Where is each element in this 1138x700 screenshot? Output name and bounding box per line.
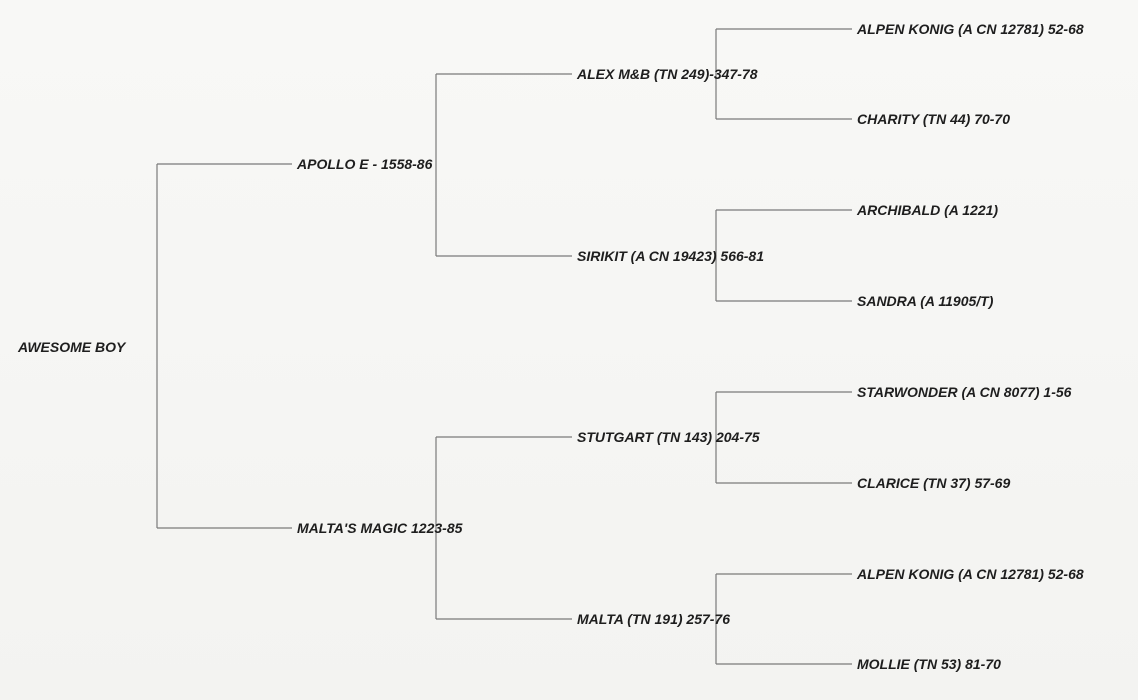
node-subject: AWESOME BOY xyxy=(18,339,126,355)
connector-dam xyxy=(435,436,572,620)
connector-dam-dam xyxy=(715,573,852,665)
node-dam-sire: STUTGART (TN 143) 204-75 xyxy=(577,429,760,445)
connector-dam-sire xyxy=(715,391,852,484)
connector-sire xyxy=(435,73,572,257)
connector-subject xyxy=(156,163,292,529)
node-dam-dam-dam: MOLLIE (TN 53) 81-70 xyxy=(857,656,1001,672)
node-sire-dam: SIRIKIT (A CN 19423) 566-81 xyxy=(577,248,764,264)
node-sire-sire-dam: CHARITY (TN 44) 70-70 xyxy=(857,111,1011,127)
node-dam: MALTA'S MAGIC 1223-85 xyxy=(297,520,463,536)
connector-sire-dam xyxy=(715,209,852,302)
node-sire-dam-sire: ARCHIBALD (A 1221) xyxy=(857,202,999,218)
node-sire: APOLLO E - 1558-86 xyxy=(297,156,433,172)
connector-sire-sire xyxy=(715,28,852,120)
node-dam-sire-dam: CLARICE (TN 37) 57-69 xyxy=(857,475,1011,491)
node-dam-dam-sire: ALPEN KONIG (A CN 12781) 52-68 xyxy=(857,566,1084,582)
node-dam-sire-sire: STARWONDER (A CN 8077) 1-56 xyxy=(857,384,1072,400)
node-sire-sire-sire: ALPEN KONIG (A CN 12781) 52-68 xyxy=(857,21,1084,37)
node-sire-dam-dam: SANDRA (A 11905/T) xyxy=(857,293,994,309)
node-dam-dam: MALTA (TN 191) 257-76 xyxy=(577,611,730,627)
node-sire-sire: ALEX M&B (TN 249)-347-78 xyxy=(577,66,758,82)
